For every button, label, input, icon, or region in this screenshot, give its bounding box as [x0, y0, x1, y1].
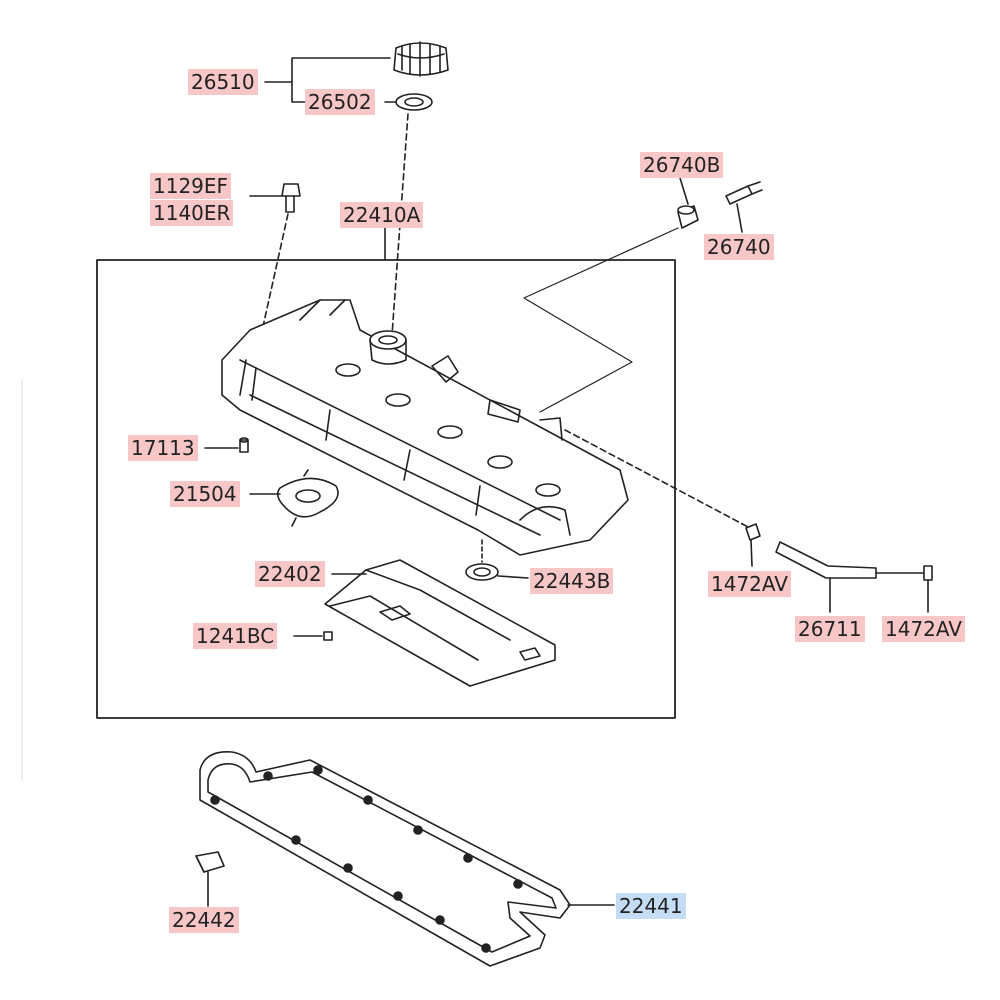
part-label-22410A[interactable]: 22410A	[340, 202, 424, 228]
pcv-valve-icon	[725, 181, 763, 205]
leader-26740B	[679, 177, 689, 205]
part-label-26740B[interactable]: 26740B	[640, 152, 724, 178]
oil-filler-cap-icon	[393, 41, 449, 77]
pcv-route	[523, 227, 679, 413]
part-label-22441[interactable]: 22441	[616, 893, 686, 919]
valve-cover-icon	[221, 299, 629, 556]
part-label-1241BC[interactable]: 1241BC	[193, 623, 278, 649]
leader-1472AV-a	[750, 539, 753, 567]
cap-gasket-icon	[395, 93, 433, 111]
bolt-icon	[281, 183, 301, 213]
part-label-21504[interactable]: 21504	[170, 481, 240, 507]
screw-icon	[323, 631, 333, 641]
part-label-26711[interactable]: 26711	[795, 616, 865, 642]
part-label-1472AV-b[interactable]: 1472AV	[882, 616, 965, 642]
part-label-26510[interactable]: 26510	[188, 69, 258, 95]
part-label-22402[interactable]: 22402	[255, 561, 325, 587]
leader-26510	[264, 57, 391, 103]
part-label-17113[interactable]: 17113	[128, 435, 198, 461]
part-label-26502[interactable]: 26502	[305, 89, 375, 115]
cover-gasket-icon	[199, 751, 571, 967]
part-label-22443B[interactable]: 22443B	[530, 568, 614, 594]
plug-seal-icon	[276, 469, 339, 527]
spark-plug-seal-icon	[465, 563, 499, 581]
dash-hose	[564, 429, 751, 529]
part-label-1129EF[interactable]: 1129EF	[150, 173, 232, 199]
breather-plug-icon	[239, 437, 249, 453]
part-label-26740[interactable]: 26740	[704, 234, 774, 260]
grommet-icon	[677, 205, 699, 229]
part-label-22442[interactable]: 22442	[169, 907, 239, 933]
hose-clamp-icon	[745, 523, 761, 541]
breather-hose-icon	[775, 541, 925, 579]
part-label-1472AV-a[interactable]: 1472AV	[708, 571, 791, 597]
baffle-plate-icon	[324, 559, 556, 687]
leader-22443B	[497, 575, 529, 579]
part-label-1140ER[interactable]: 1140ER	[150, 200, 234, 226]
leader-26740	[736, 203, 743, 233]
half-moon-seal-icon	[195, 851, 225, 873]
hose-clip-icon	[923, 565, 933, 581]
